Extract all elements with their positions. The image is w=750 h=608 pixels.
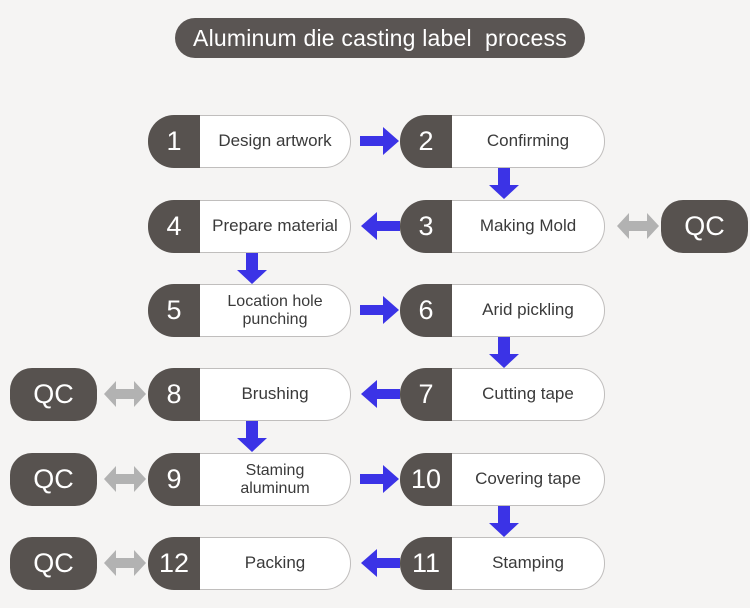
arrow-right-5-to-6	[360, 294, 400, 326]
arrow-down-10-to-11	[488, 506, 520, 538]
step-box-11[interactable]: 11 Stamping	[400, 537, 605, 590]
diagram-title-text: Aluminum die casting label process	[193, 24, 567, 51]
step-number-4: 4	[148, 200, 200, 253]
step-label-11: Stamping	[452, 537, 605, 590]
step-number-9: 9	[148, 453, 200, 506]
arrow-down-6-to-7	[488, 337, 520, 369]
arrow-down-4-to-5	[236, 253, 268, 285]
arrow-right-1-to-2	[360, 125, 400, 157]
step-label-1: Design artwork	[200, 115, 351, 168]
step-label-5: Location hole punching	[200, 284, 351, 337]
qc-label: QC	[33, 379, 74, 409]
step-label-3: Making Mold	[452, 200, 605, 253]
arrow-left-3-to-4	[360, 210, 400, 242]
step-box-9[interactable]: 9 Staming aluminum	[148, 453, 351, 506]
step-label-8: Brushing	[200, 368, 351, 421]
arrow-left-7-to-8	[360, 378, 400, 410]
step-label-6: Arid pickling	[452, 284, 605, 337]
step-label-4: Prepare material	[200, 200, 351, 253]
step-number-3: 3	[400, 200, 452, 253]
step-label-12: Packing	[200, 537, 351, 590]
arrow-right-9-to-10	[360, 463, 400, 495]
qc-checkpoint-3[interactable]: QC	[661, 200, 748, 253]
step-box-7[interactable]: 7 Cutting tape	[400, 368, 605, 421]
qc-label: QC	[33, 464, 74, 494]
step-box-10[interactable]: 10 Covering tape	[400, 453, 605, 506]
step-number-11: 11	[400, 537, 452, 590]
step-box-5[interactable]: 5 Location hole punching	[148, 284, 351, 337]
step-box-12[interactable]: 12 Packing	[148, 537, 351, 590]
step-number-12: 12	[148, 537, 200, 590]
step-number-2: 2	[400, 115, 452, 168]
step-box-4[interactable]: 4 Prepare material	[148, 200, 351, 253]
step-box-8[interactable]: 8 Brushing	[148, 368, 351, 421]
qc-checkpoint-9[interactable]: QC	[10, 453, 97, 506]
qc-label: QC	[33, 548, 74, 578]
arrow-double-8-to-qc	[104, 378, 146, 410]
arrow-down-2-to-3	[488, 168, 520, 200]
step-box-6[interactable]: 6 Arid pickling	[400, 284, 605, 337]
step-label-10: Covering tape	[452, 453, 605, 506]
step-label-9: Staming aluminum	[200, 453, 351, 506]
arrow-double-3-to-qc	[617, 210, 659, 242]
step-label-2: Confirming	[452, 115, 605, 168]
step-box-3[interactable]: 3 Making Mold	[400, 200, 605, 253]
arrow-double-9-to-qc	[104, 463, 146, 495]
arrow-double-12-to-qc	[104, 547, 146, 579]
qc-checkpoint-8[interactable]: QC	[10, 368, 97, 421]
step-number-7: 7	[400, 368, 452, 421]
step-box-2[interactable]: 2 Confirming	[400, 115, 605, 168]
qc-label: QC	[684, 211, 725, 241]
step-number-8: 8	[148, 368, 200, 421]
step-label-7: Cutting tape	[452, 368, 605, 421]
step-number-6: 6	[400, 284, 452, 337]
diagram-title: Aluminum die casting label process	[175, 18, 585, 58]
arrow-left-11-to-12	[360, 547, 400, 579]
step-box-1[interactable]: 1 Design artwork	[148, 115, 351, 168]
arrow-down-8-to-9	[236, 421, 268, 453]
qc-checkpoint-12[interactable]: QC	[10, 537, 97, 590]
step-number-1: 1	[148, 115, 200, 168]
step-number-10: 10	[400, 453, 452, 506]
step-number-5: 5	[148, 284, 200, 337]
